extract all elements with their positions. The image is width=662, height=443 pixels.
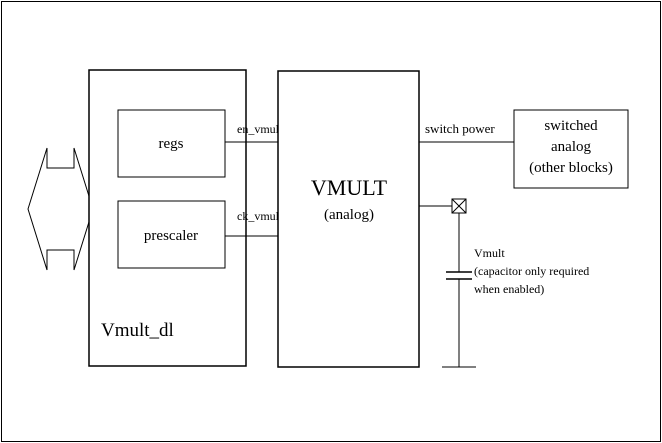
vmult-block — [277, 70, 420, 368]
switched-analog-line-3: (other blocks) — [529, 160, 613, 176]
regs-label: regs — [159, 136, 184, 152]
prescaler-label: prescaler — [144, 228, 198, 244]
bus-arrow — [27, 147, 94, 271]
capacitor-label-line-2: (capacitor only required — [474, 264, 589, 278]
pin-pad-icon — [451, 198, 467, 214]
prescaler-block — [117, 200, 226, 269]
switched-analog-line-2: analog — [551, 139, 591, 155]
switch-power-label: switch power — [425, 121, 495, 136]
vmult-dl-label: Vmult_dl — [101, 320, 174, 341]
vmult-sublabel: (analog) — [324, 207, 374, 223]
en-vmult-label: en_vmult — [237, 122, 283, 136]
regs-block — [117, 109, 226, 178]
switched-analog-line-1: switched — [544, 118, 598, 134]
capacitor-symbol — [442, 213, 476, 368]
ck-vmult-label: ck_vmult — [237, 209, 283, 223]
switched-analog-block — [513, 109, 629, 189]
capacitor-label-line-1: Vmult — [474, 246, 505, 260]
vmult-label: VMULT — [311, 175, 388, 200]
capacitor-label-line-3: when enabled) — [474, 282, 544, 296]
